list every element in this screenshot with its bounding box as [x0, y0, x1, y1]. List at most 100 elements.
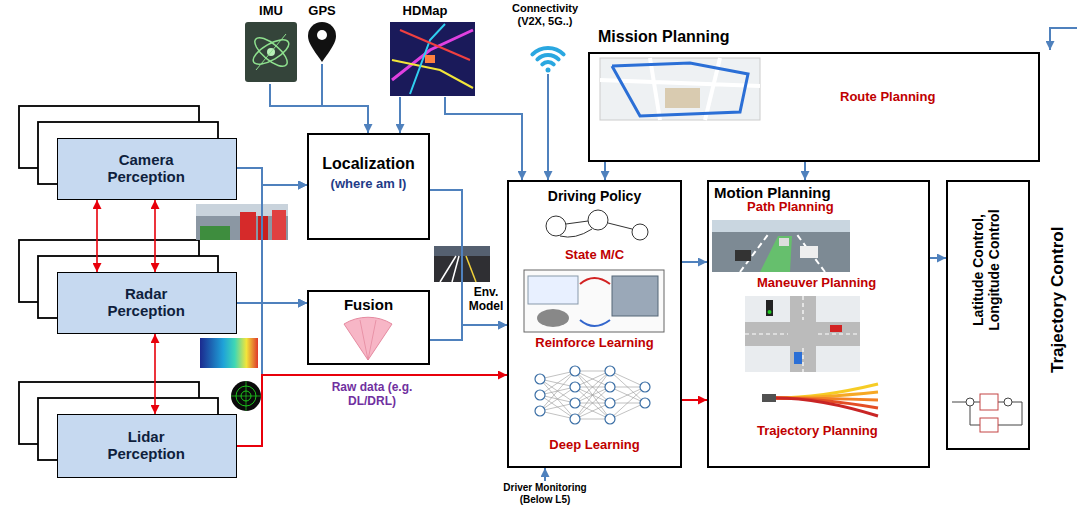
neural-network-figure — [535, 366, 650, 424]
connector-arrow — [237, 168, 307, 185]
connector-arrow — [96, 200, 98, 272]
node-title: Localization — [322, 155, 414, 173]
highway-image — [712, 220, 850, 272]
connector-arrow — [430, 325, 507, 340]
module-label: Deep Learning — [549, 438, 639, 453]
radar-heatmap — [200, 338, 258, 368]
input-arrow — [399, 97, 401, 133]
planning-box: Mission PlanningRoute Planning — [588, 52, 1040, 162]
trajectory-fan-image — [762, 394, 776, 402]
wifi-icon — [542, 62, 553, 64]
input-arrow — [270, 84, 368, 133]
input-arrow — [544, 468, 546, 481]
connectivity-label: Connectivity (V2X, 5G..) — [499, 2, 591, 27]
neural-network-figure — [570, 382, 580, 392]
node-title: Driving Policy — [548, 188, 641, 204]
control-loop-figure — [966, 398, 974, 406]
intersection-image — [766, 300, 773, 316]
module-label: Maneuver Planning — [757, 276, 876, 291]
gps-pin-icon — [317, 30, 327, 40]
lidar-scan-icon — [231, 381, 261, 411]
neural-network-figure — [570, 398, 580, 408]
imu-icon — [245, 22, 297, 82]
connector-arrow — [237, 168, 307, 303]
gps-pin-icon — [308, 22, 336, 62]
module-label: Reinforce Learning — [535, 336, 653, 351]
neural-network-figure — [605, 366, 615, 376]
route-map-image — [600, 58, 760, 120]
control-loop-figure — [980, 418, 998, 432]
module-label: Route Planning — [840, 90, 935, 105]
state-machine-figure — [588, 210, 608, 230]
note-label: Driver Monitoring (Below L5) — [489, 482, 601, 505]
fusion-cone — [344, 317, 392, 360]
node-heading: Trajectory Control — [1048, 215, 1068, 385]
connector-arrow — [930, 257, 946, 259]
reinforcement-learning-figure — [537, 309, 569, 327]
connector-arrow — [430, 190, 507, 325]
neural-network-figure — [570, 414, 580, 424]
highway-image — [800, 246, 818, 258]
state-machine-figure — [632, 224, 648, 240]
intersection-image — [794, 352, 802, 364]
reinforcement-learning-figure — [524, 270, 664, 332]
highway-image — [760, 236, 792, 272]
neural-network-figure — [540, 371, 645, 419]
control-loop-figure — [952, 394, 1022, 432]
neural-network-figure — [605, 398, 615, 408]
state-machine-figure — [546, 210, 648, 240]
process-box: Localization (where am I) — [307, 133, 430, 240]
sensor-label: GPS — [308, 4, 335, 19]
reinforcement-learning-figure — [612, 276, 658, 316]
trajectory-fan-image — [762, 384, 878, 416]
wifi-icon — [537, 55, 558, 59]
module-label: Trajectory Planning — [757, 424, 878, 439]
connector-arrow — [237, 375, 507, 446]
route-map-image — [665, 88, 700, 108]
imu-icon — [256, 34, 286, 70]
connector-arrow — [604, 162, 606, 180]
intersection-image — [745, 296, 860, 372]
camera-image — [196, 204, 288, 240]
node-title: Radar Perception — [90, 285, 202, 320]
reinforcement-learning-figure — [580, 320, 610, 326]
node-body: Latitude Control, Longitude Control — [970, 190, 1002, 350]
control-loop-figure — [1004, 398, 1012, 406]
radar-heatmap — [200, 338, 258, 368]
node-subtitle: (where am I) — [331, 177, 407, 192]
lidar-scan-icon — [231, 381, 261, 411]
state-machine-figure — [560, 221, 632, 237]
camera-image — [196, 204, 288, 240]
input-arrow — [445, 97, 522, 180]
input-arrow — [547, 74, 549, 180]
control-loop-figure — [980, 394, 998, 410]
gps-pin-icon — [308, 22, 336, 62]
hd-map-image — [390, 22, 475, 96]
highway-image — [735, 250, 751, 261]
fusion-cone — [360, 320, 376, 360]
perception-box: Lidar Perception — [57, 414, 237, 478]
intersection-image — [830, 325, 842, 332]
module-label: Path Planning — [747, 200, 834, 215]
neural-network-figure — [535, 366, 650, 424]
flow-label: Env. Model — [466, 286, 506, 314]
reinforcement-learning-figure — [580, 278, 610, 284]
hd-map-image — [392, 60, 473, 88]
road-image — [466, 256, 476, 282]
input-arrow — [321, 64, 323, 106]
process-box: Fusion — [307, 290, 430, 365]
edge-label: Raw data (e.g. DL/DRL) — [320, 381, 424, 409]
node-title: Motion Planning — [714, 184, 831, 201]
hd-map-image — [390, 22, 475, 96]
neural-network-figure — [640, 382, 650, 392]
highway-image — [712, 220, 850, 232]
camera-image — [240, 212, 256, 240]
imu-icon — [251, 33, 292, 71]
input-arrow — [1050, 28, 1077, 50]
trajectory-fan-image — [776, 398, 878, 416]
camera-image — [200, 226, 230, 240]
neural-network-figure — [535, 374, 545, 384]
control-box: Latitude Control, Longitude ControlTraje… — [946, 180, 1030, 450]
neural-network-figure — [640, 398, 650, 408]
node-title: Lidar Perception — [90, 428, 202, 463]
